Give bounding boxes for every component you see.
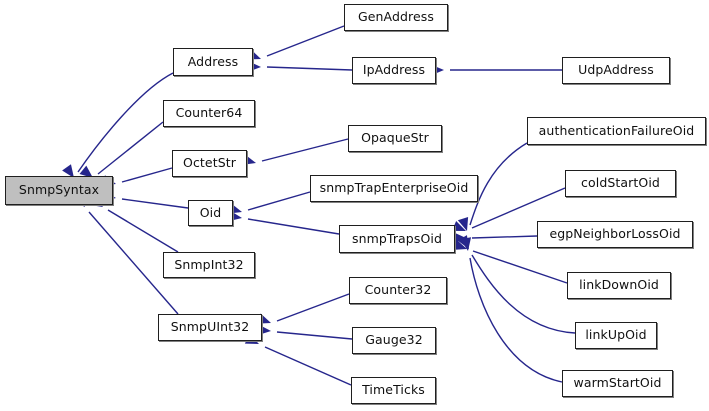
inheritance-edge [266,66,353,71]
class-node-snmptrapsoid[interactable]: snmpTrapsOid [339,225,455,253]
class-node-label: GenAddress [357,9,435,25]
class-node-udpaddress[interactable]: UdpAddress [562,57,670,84]
class-node-counter32[interactable]: Counter32 [349,277,447,304]
class-node-label: Counter32 [364,282,432,298]
inheritance-edge [472,250,568,284]
inheritance-edge [121,198,189,209]
class-node-label: coldStartOid [581,175,660,191]
class-node-snmpsyntax[interactable]: SnmpSyntax [5,176,113,205]
class-node-label: TimeTicks [362,382,425,398]
class-node-label: IpAddress [362,62,426,78]
class-node-genaddress[interactable]: GenAddress [344,4,448,31]
class-node-label: authenticationFailureOid [538,122,695,138]
class-node-label: snmpTrapEnterpriseOid [319,180,469,196]
class-node-label: snmpTrapsOid [351,230,443,246]
inheritance-edge [97,121,164,175]
class-node-warmstartoid[interactable]: warmStartOid [562,370,673,397]
class-node-address[interactable]: Address [173,48,253,76]
inheritance-edge [107,209,179,253]
inheritance-edge [276,293,350,322]
class-node-label: UdpAddress [578,62,654,78]
class-node-label: warmStartOid [573,375,662,391]
class-node-label: Oid [199,204,222,220]
class-node-oid[interactable]: Oid [188,200,233,226]
inheritance-edge [266,25,345,57]
arrowhead-icon [457,216,469,231]
class-node-label: linkUpOid [585,327,647,343]
inheritance-edge [469,142,528,226]
inheritance-edge [247,191,311,211]
inheritance-edge [469,257,563,383]
arrowhead-icon [460,237,472,251]
class-node-linkupoid[interactable]: linkUpOid [575,322,657,349]
class-node-coldstartoid[interactable]: coldStartOid [565,170,676,197]
arrowhead-icon [452,239,467,250]
inheritance-edge [77,72,174,173]
class-node-snmptrapenterpriseoid[interactable]: snmpTrapEnterpriseOid [310,175,478,202]
class-node-counter64[interactable]: Counter64 [163,100,255,127]
class-node-label: Address [187,53,239,69]
class-node-label: SnmpSyntax [18,182,100,198]
class-node-label: OpaqueStr [361,130,429,146]
class-node-opaquestr[interactable]: OpaqueStr [348,125,442,152]
class-node-snmpint32[interactable]: SnmpInt32 [163,252,255,278]
class-node-label: Counter64 [175,105,243,121]
arrowhead-icon [457,235,469,249]
class-node-ipaddress[interactable]: IpAddress [352,57,436,84]
class-node-linkdownoid[interactable]: linkDownOid [567,272,671,299]
inheritance-edge [471,254,576,334]
class-node-snmpuint32[interactable]: SnmpUInt32 [158,314,262,341]
class-node-authenticationfailureoid[interactable]: authenticationFailureOid [527,117,706,145]
class-node-label: linkDownOid [579,277,659,293]
class-node-label: Gauge32 [365,332,423,348]
inheritance-edge [264,346,352,386]
inheritance-edge [471,235,538,239]
class-node-label: SnmpUInt32 [170,319,250,335]
class-node-label: OctetStr [183,155,236,171]
class-node-label: egpNeighborLossOid [549,226,681,242]
inheritance-edge [247,218,340,235]
inheritance-edge [276,331,353,340]
class-node-timeticks[interactable]: TimeTicks [351,377,436,404]
class-node-label: SnmpInt32 [174,256,244,272]
class-node-gauge32[interactable]: Gauge32 [352,327,436,354]
class-node-octetstr[interactable]: OctetStr [172,150,247,177]
inheritance-edge [121,167,173,183]
inheritance-edge [261,138,349,162]
class-node-egpneighborlossoid[interactable]: egpNeighborLossOid [537,221,693,248]
